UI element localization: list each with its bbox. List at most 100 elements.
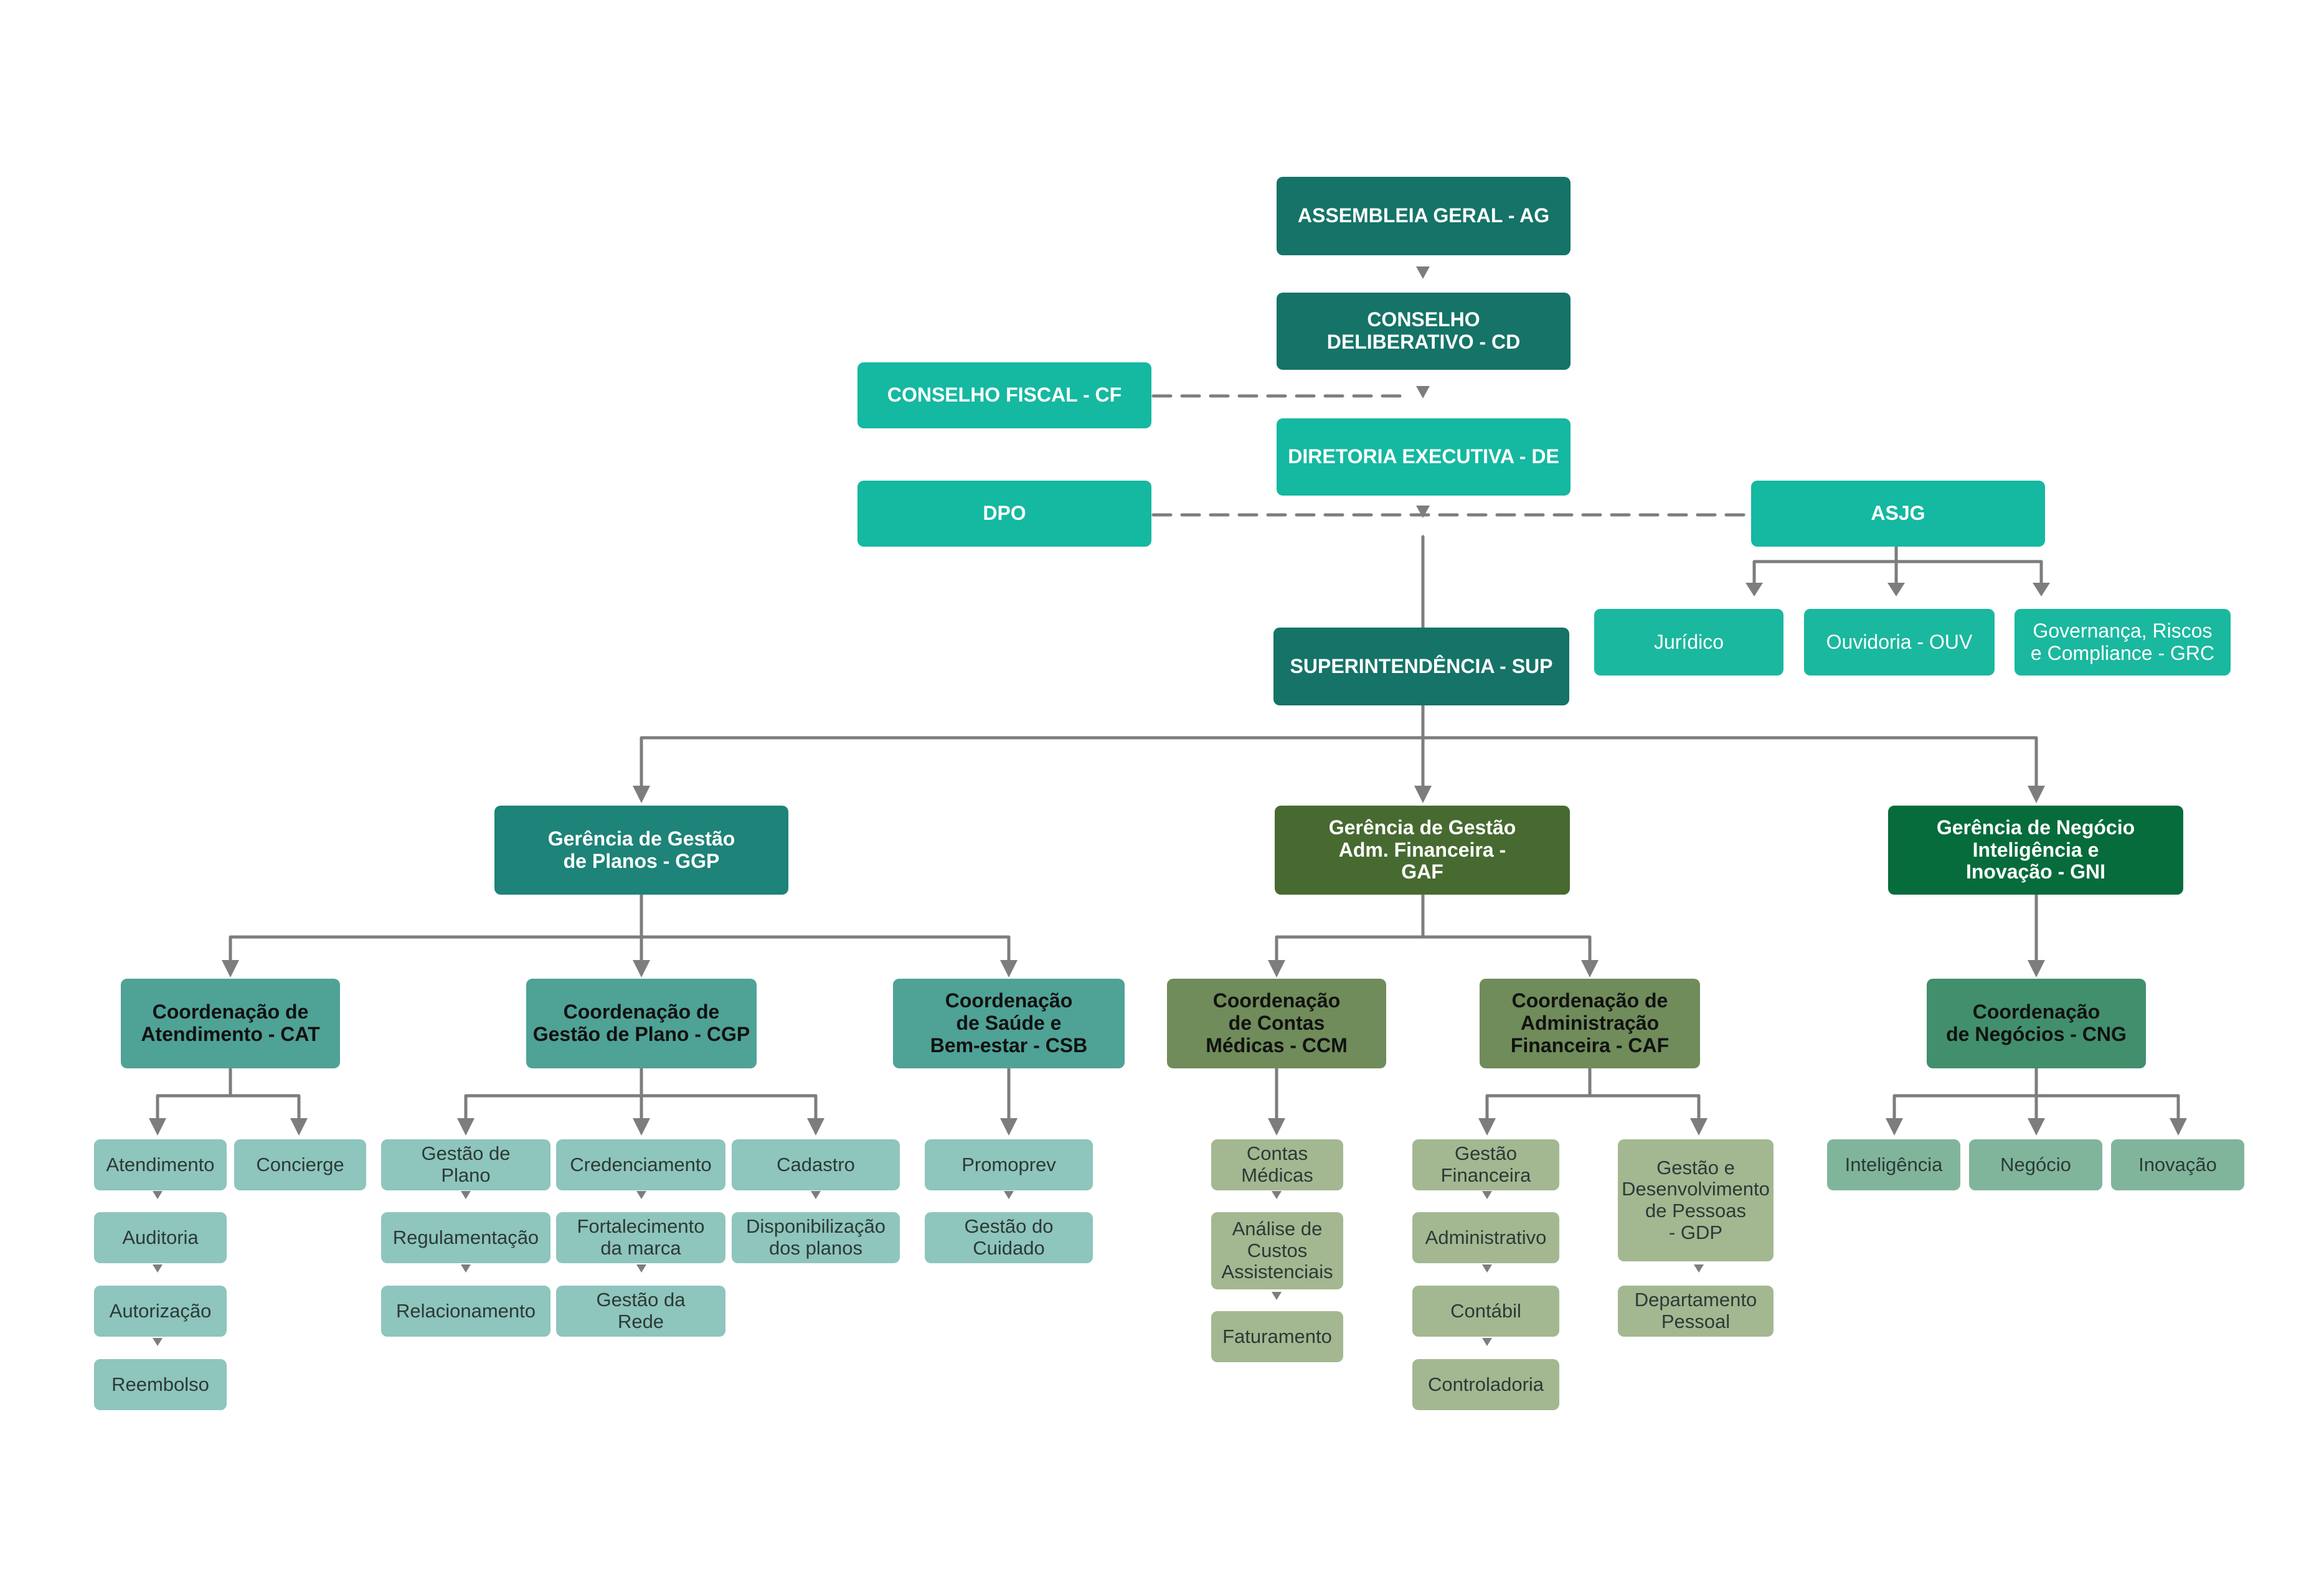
- label: Jurídico: [1653, 630, 1724, 653]
- box-asjg: ASJG: [1751, 481, 2045, 547]
- line-ggp-coords: [229, 893, 1011, 964]
- box-conselho-deliberativo: CONSELHO DELIBERATIVO - CD: [1277, 293, 1571, 370]
- box-unit-autorizacao: Autorização: [94, 1286, 227, 1337]
- line-asjg-units: [1752, 545, 2043, 587]
- label: Governança, Riscos e Compliance - GRC: [2030, 619, 2215, 664]
- box-unit-gestao-de-plano: Gestão de Plano: [381, 1139, 550, 1190]
- label: Gerência de Gestão de Planos - GGP: [547, 827, 735, 872]
- box-unit-atendimento: Atendimento: [94, 1139, 227, 1190]
- label: Autorização: [109, 1299, 212, 1322]
- label: Coordenação de Negócios - CNG: [1946, 1000, 2127, 1045]
- box-unit-gestao-da-rede: Gestão da Rede: [556, 1286, 725, 1337]
- label: Administrativo: [1425, 1226, 1547, 1248]
- label: Coordenação de Atendimento - CAT: [141, 1000, 320, 1045]
- box-superintendencia: SUPERINTENDÊNCIA - SUP: [1273, 628, 1569, 705]
- box-coordenacao-ccm: Coordenação de Contas Médicas - CCM: [1167, 979, 1386, 1068]
- label: CONSELHO FISCAL - CF: [887, 384, 1122, 407]
- box-unit-gestao-desenvolvimento-pessoas: Gestão e Desenvolvimento de Pessoas - GD…: [1618, 1139, 1774, 1261]
- label: Departamento Pessoal: [1634, 1289, 1757, 1332]
- label: Coordenação de Administração Financeira …: [1510, 989, 1670, 1057]
- box-unit-disponibilizacao-dos-planos: Disponibilização dos planos: [732, 1212, 900, 1263]
- box-coordenacao-cgp: Coordenação de Gestão de Plano - CGP: [526, 979, 757, 1068]
- label: Gerência de Gestão Adm. Financeira - GAF: [1328, 816, 1516, 883]
- box-governanca-riscos-compliance: Governança, Riscos e Compliance - GRC: [2015, 609, 2231, 676]
- box-unit-regulamentacao: Regulamentação: [381, 1212, 550, 1263]
- box-juridico: Jurídico: [1594, 609, 1783, 676]
- label: Gestão e Desenvolvimento de Pessoas - GD…: [1622, 1156, 1770, 1243]
- box-unit-administrativo: Administrativo: [1412, 1212, 1559, 1263]
- line-caf-units: [1485, 1066, 1701, 1123]
- label: Contábil: [1450, 1299, 1521, 1322]
- label: Credenciamento: [570, 1153, 712, 1175]
- label: Coordenação de Saúde e Bem-estar - CSB: [930, 989, 1088, 1057]
- box-unit-faturamento: Faturamento: [1211, 1311, 1343, 1362]
- box-unit-departamento-pessoal: Departamento Pessoal: [1618, 1286, 1774, 1337]
- line-gaf-coords: [1275, 893, 1592, 964]
- label: ASSEMBLEIA GERAL - AG: [1297, 204, 1550, 227]
- label: Coordenação de Contas Médicas - CCM: [1206, 989, 1348, 1057]
- label: Controladoria: [1427, 1373, 1544, 1395]
- box-conselho-fiscal: CONSELHO FISCAL - CF: [857, 362, 1151, 428]
- line-sup-gerencias: [640, 704, 2038, 789]
- box-unit-negocio: Negócio: [1969, 1139, 2102, 1190]
- label: Promoprev: [961, 1153, 1056, 1175]
- box-unit-credenciamento: Credenciamento: [556, 1139, 725, 1190]
- arrowheads: [149, 266, 2187, 1346]
- box-unit-analise-custos-assistenciais: Análise de Custos Assistenciais: [1211, 1212, 1343, 1289]
- box-coordenacao-cng: Coordenação de Negócios - CNG: [1927, 979, 2146, 1068]
- label: Coordenação de Gestão de Plano - CGP: [532, 1000, 750, 1045]
- line-cgp-units: [464, 1066, 818, 1123]
- box-unit-contabil: Contábil: [1412, 1286, 1559, 1337]
- label: DIRETORIA EXECUTIVA - DE: [1288, 445, 1559, 468]
- box-assembleia-geral: ASSEMBLEIA GERAL - AG: [1277, 177, 1571, 255]
- label: Análise de Custos Assistenciais: [1221, 1217, 1333, 1283]
- label: Inteligência: [1845, 1153, 1943, 1175]
- box-unit-auditoria: Auditoria: [94, 1212, 227, 1263]
- label: Faturamento: [1222, 1325, 1332, 1347]
- label: Gestão de Plano: [421, 1142, 511, 1186]
- box-diretoria-executiva: DIRETORIA EXECUTIVA - DE: [1277, 418, 1571, 496]
- box-dpo: DPO: [857, 481, 1151, 547]
- box-coordenacao-csb: Coordenação de Saúde e Bem-estar - CSB: [893, 979, 1125, 1068]
- box-unit-reembolso: Reembolso: [94, 1359, 227, 1410]
- label: Gestão da Rede: [596, 1289, 686, 1332]
- label: Gestão Financeira: [1440, 1142, 1531, 1186]
- label: DPO: [983, 502, 1026, 525]
- label: Disponibilização dos planos: [745, 1215, 886, 1259]
- label: Regulamentação: [392, 1226, 539, 1248]
- line-cat-units: [156, 1066, 301, 1123]
- box-gerencia-gni: Gerência de Negócio Inteligência e Inova…: [1888, 806, 2183, 895]
- label: Gestão do Cuidado: [964, 1215, 1054, 1259]
- label: Fortalecimento da marca: [577, 1215, 705, 1259]
- label: Relacionamento: [395, 1299, 536, 1322]
- label: Ouvidoria - OUV: [1826, 630, 1973, 653]
- box-unit-controladoria: Controladoria: [1412, 1359, 1559, 1410]
- label: Atendimento: [106, 1153, 215, 1175]
- label: Reembolso: [111, 1373, 209, 1395]
- box-unit-promoprev: Promoprev: [925, 1139, 1093, 1190]
- box-ouvidoria: Ouvidoria - OUV: [1804, 609, 1995, 676]
- label: Concierge: [256, 1153, 344, 1175]
- box-unit-cadastro: Cadastro: [732, 1139, 900, 1190]
- label: Contas Médicas: [1241, 1142, 1313, 1186]
- box-unit-contas-medicas: Contas Médicas: [1211, 1139, 1343, 1190]
- box-unit-inovacao: Inovação: [2111, 1139, 2244, 1190]
- label: Inovação: [2138, 1153, 2217, 1175]
- box-gerencia-gaf: Gerência de Gestão Adm. Financeira - GAF: [1275, 806, 1570, 895]
- box-unit-gestao-do-cuidado: Gestão do Cuidado: [925, 1212, 1093, 1263]
- label: Cadastro: [777, 1153, 855, 1175]
- label: CONSELHO DELIBERATIVO - CD: [1326, 308, 1521, 353]
- box-unit-gestao-financeira: Gestão Financeira: [1412, 1139, 1559, 1190]
- label: Auditoria: [122, 1226, 199, 1248]
- line-cng-units: [1892, 1066, 2180, 1123]
- label: Gerência de Negócio Inteligência e Inova…: [1936, 816, 2135, 883]
- label: SUPERINTENDÊNCIA - SUP: [1290, 654, 1553, 677]
- box-unit-fortalecimento-da-marca: Fortalecimento da marca: [556, 1212, 725, 1263]
- label: Negócio: [2000, 1153, 2071, 1175]
- box-coordenacao-caf: Coordenação de Administração Financeira …: [1480, 979, 1700, 1068]
- box-gerencia-ggp: Gerência de Gestão de Planos - GGP: [494, 806, 788, 895]
- box-unit-relacionamento: Relacionamento: [381, 1286, 550, 1337]
- label: ASJG: [1871, 502, 1925, 525]
